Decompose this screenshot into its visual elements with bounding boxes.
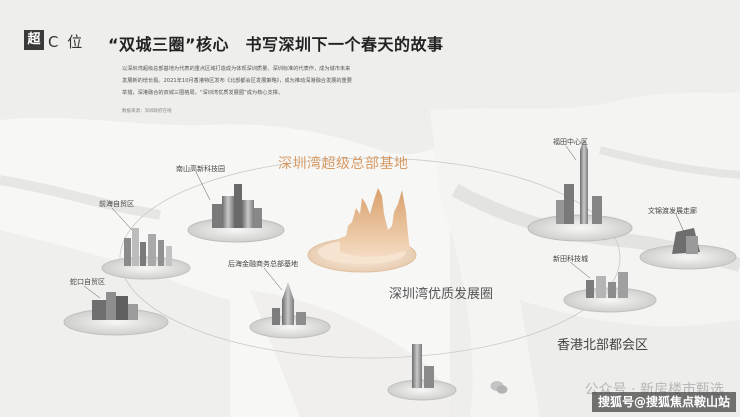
label-shekou: 蛇口自贸区 [70,278,105,286]
nanshan-model [187,184,285,243]
label-futian: 福田中心区 [553,138,588,146]
description-line-1: 以深圳湾超级总部基地为代表的重点区域打造成为体现深圳质量、深圳标准的代表作，成为… [122,66,351,72]
label-nanshan: 南山高新科技园 [176,165,225,173]
houhai-model [249,282,331,339]
shekou-model [63,292,169,336]
description-line-2: 发展新的增长极。2021年10月香港特区发布《北部都会区发展策略》，成为推动深港… [122,78,352,84]
label-xintian: 新田科技城 [553,255,588,263]
xintian-model [563,272,657,313]
bottom-tower-model [387,344,457,401]
wenjin-model [639,228,737,270]
label-main-base: 深圳湾超级总部基地 [278,156,409,172]
description-line-3: 举措，深港融合的双城三圈格局，“深圳湾优质发展圈”成为核心支撑。 [122,90,284,96]
source-badge: 搜狐号@搜狐焦点鞍山站 [591,392,736,412]
headline: “双城三圈”核心 书写深圳下一个春天的故事 [108,35,444,54]
quality-circle-arc [119,157,621,359]
qianhai-model [101,228,191,280]
leader-lines [83,145,685,299]
wechat-icon [490,381,508,394]
label-quality-circle: 深圳湾优质发展圈 [389,287,494,302]
section-tag-box: 超 [24,30,44,50]
label-houhai: 后海金融商务总部基地 [228,260,298,268]
futian-model [527,138,633,242]
label-hk-north: 香港北部都会区 [557,338,649,353]
section-tag-text: C 位 [48,33,85,51]
label-wenjin: 文锦渡发展走廊 [648,207,697,215]
label-qianhai: 前海自贸区 [99,200,134,208]
source-note: 数据来源：深圳政府在线 [122,109,172,114]
main-base-model [307,188,417,273]
